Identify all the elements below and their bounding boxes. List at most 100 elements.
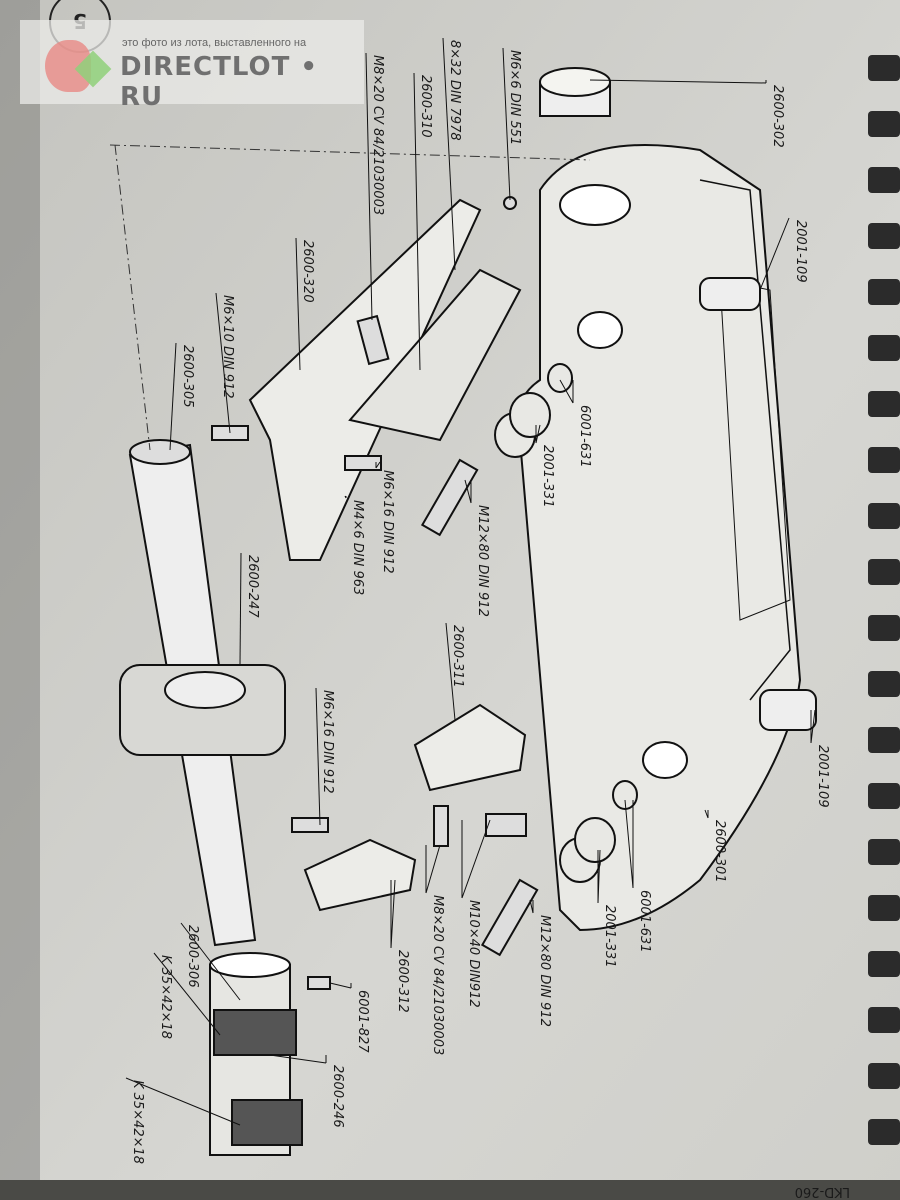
callout-l6001_631a: 6001-631: [559, 379, 592, 468]
part-label: 2600-305: [180, 345, 195, 408]
leader-line: [425, 844, 441, 894]
shaft-2600-305: [119, 439, 286, 947]
callout-l2600_306: 2600-306: [180, 922, 241, 1001]
binding-ring: [868, 895, 900, 921]
callout-m10_40: M10×40 DIN912: [461, 819, 491, 1008]
spiral-binding: [868, 55, 900, 1145]
leader-line: [390, 879, 396, 949]
leader-line: [502, 47, 511, 201]
leader-line: [589, 79, 767, 84]
part-label: 8×32 DIN 7978: [447, 40, 462, 141]
callout-l2001_109a: 2001-109: [759, 217, 808, 291]
part-label: M12×80 DIN 912: [537, 915, 552, 1027]
part-label: 2001-109: [793, 220, 808, 283]
leader-line: [295, 237, 301, 371]
leader-line: [704, 809, 709, 819]
block-2600-311: [413, 703, 527, 792]
callout-m8_20b: M8×20 CV 84/21030003: [425, 844, 445, 1055]
part-label: 2001-331: [602, 905, 617, 968]
callout-l6001_827: 6001-827: [329, 982, 370, 1053]
leader-line: [169, 342, 177, 451]
binding-ring: [868, 839, 900, 865]
leader-line: [810, 709, 816, 744]
sleeve-2600-306: [209, 952, 303, 1156]
callout-l2600_247: 2600-247: [239, 552, 260, 666]
part-label: 2600-310: [418, 75, 433, 138]
leader-line: [442, 37, 456, 271]
callout-l6001_631b: 6001-631: [624, 799, 652, 953]
part-label: 2001-109: [815, 745, 830, 808]
part-label: M8×20 CV 84/21030003: [370, 55, 385, 215]
leader-line: [464, 479, 472, 504]
leader-line: [624, 799, 634, 889]
callout-l2001_109b: 2001-109: [810, 709, 830, 808]
callout-l2600_305: 2600-305: [169, 342, 195, 451]
callout-l2600_311: 2600-311: [445, 622, 465, 721]
leader-line: [535, 424, 541, 444]
leader-line: [180, 922, 241, 1001]
leader-line: [597, 849, 601, 904]
callout-l2001_331b: 2001-331: [597, 849, 617, 968]
footer-code: LKD-260: [795, 1184, 850, 1199]
part-label: 2600-247: [245, 555, 260, 618]
leader-line: [315, 687, 321, 826]
binding-ring: [868, 55, 900, 81]
bracket-2600-320: [248, 198, 482, 561]
callout-m12a: M12×80 DIN 912: [464, 479, 490, 617]
leader-line: [759, 217, 790, 291]
part-label: M6×16 DIN 912: [380, 470, 395, 574]
pin-2001-109-top: [699, 277, 761, 311]
part-label: M10×40 DIN912: [466, 900, 481, 1008]
page-shadow: [0, 0, 40, 1200]
leader-line: [153, 952, 221, 1036]
part-label: M4×6 DIN 963: [350, 500, 365, 595]
binding-ring: [868, 335, 900, 361]
callout-k35a: K 35×42×18: [153, 952, 221, 1039]
binding-ring: [868, 391, 900, 417]
binding-ring: [868, 1007, 900, 1033]
callout-l2001_331a: 2001-331: [535, 424, 555, 508]
binding-ring: [868, 279, 900, 305]
leader-line: [445, 622, 456, 721]
binding-ring: [868, 671, 900, 697]
binding-ring: [868, 951, 900, 977]
binding-ring: [868, 111, 900, 137]
callout-l2600_310: 2600-310: [413, 72, 433, 371]
binding-ring: [868, 447, 900, 473]
leader-line: [125, 1077, 241, 1126]
callout-pin8_32: 8×32 DIN 7978: [442, 37, 462, 271]
part-label: 6001-827: [355, 990, 370, 1053]
callout-m4_6: M4×6 DIN 963: [344, 495, 365, 595]
part-label: 2600-311: [450, 625, 465, 688]
callout-l2600_312: 2600-312: [390, 879, 410, 1013]
block-2600-312: [303, 838, 417, 912]
binding-ring: [868, 503, 900, 529]
part-label: 2600-306: [185, 925, 200, 988]
part-label: 2600-312: [395, 950, 410, 1013]
bearing-k35-b: [231, 1099, 303, 1146]
binding-ring: [868, 559, 900, 585]
leader-line: [215, 292, 231, 434]
part-label: 6001-631: [577, 405, 592, 468]
callout-m6_6: M6×6 DIN 551: [502, 47, 522, 201]
binding-ring: [868, 783, 900, 809]
part-label: M8×20 CV 84/21030003: [430, 895, 445, 1055]
leader-line: [375, 461, 381, 469]
binding-ring: [868, 1119, 900, 1145]
part-label: K 35×42×18: [130, 1080, 145, 1164]
binding-ring: [868, 167, 900, 193]
part-label: M12×80 DIN 912: [475, 505, 490, 617]
part-label: M6×6 DIN 551: [507, 50, 522, 145]
part-label: 6001-631: [637, 890, 652, 953]
callout-m12b: M12×80 DIN 912: [529, 899, 552, 1027]
part-label: K 35×42×18: [158, 955, 173, 1039]
watermark-banner: это фото из лота, выставленного на DIREC…: [20, 20, 364, 112]
main-housing-2600-301: [516, 144, 802, 932]
part-label: 2600-320: [300, 240, 315, 303]
leader-line: [329, 982, 352, 989]
center-axis-line: [109, 144, 591, 451]
pin-2001-109-bottom: [759, 689, 817, 731]
part-label: 2600-302: [770, 85, 785, 148]
